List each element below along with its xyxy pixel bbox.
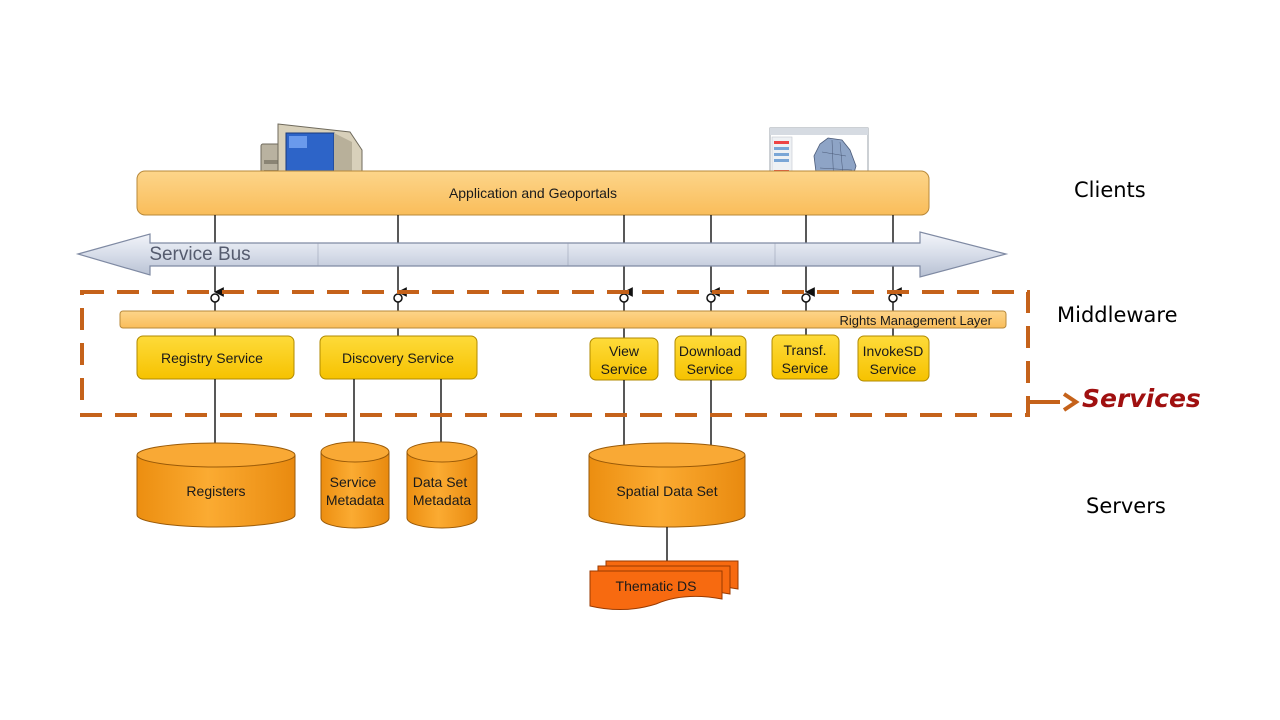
service-label: View (609, 343, 640, 359)
service-label: Service (687, 361, 734, 377)
service-label: Service (601, 361, 648, 377)
service-bus-arrow (75, 231, 1009, 278)
service-label: Service (870, 361, 917, 377)
service-label: Transf. (783, 342, 826, 358)
svg-text:Metadata: Metadata (413, 492, 472, 508)
service-box-discovery: Discovery Service (319, 335, 478, 380)
database-spatial-data-set: Spatial Data Set (588, 442, 746, 528)
service-box-registry: Registry Service (136, 335, 295, 380)
database-service-metadata: Service Metadata (320, 441, 390, 529)
service-box-view: View Service (589, 337, 659, 381)
service-box-download: Download Service (674, 335, 747, 381)
service-bus-label: Service Bus (149, 244, 250, 265)
svg-text:Service: Service (330, 474, 377, 490)
svg-text:Spatial Data Set: Spatial Data Set (616, 483, 717, 499)
service-box-transformation: Transf. Service (771, 334, 840, 380)
interface-sockets (210, 293, 898, 303)
database-data-set-metadata: Data Set Metadata (406, 441, 478, 529)
svg-text:Registers: Registers (186, 483, 245, 499)
thematic-ds-document-stack: Thematic DS (589, 560, 739, 611)
service-db-connectors (214, 379, 712, 451)
services-callout-label: Services (1082, 384, 1201, 413)
services-callout-arrow (1026, 392, 1080, 412)
svg-text:Metadata: Metadata (326, 492, 385, 508)
middleware-dashed-outline (80, 290, 1030, 417)
service-label: Registry Service (161, 350, 263, 366)
svg-text:Data Set: Data Set (413, 474, 468, 490)
service-label: Service (782, 360, 829, 376)
rights-layer-label: Rights Management Layer (840, 313, 993, 328)
service-label: InvokeSD (863, 343, 924, 359)
tier-label-clients: Clients (1074, 178, 1146, 202)
service-label: Discovery Service (342, 350, 454, 366)
tier-label-servers: Servers (1086, 494, 1166, 518)
svg-text:Thematic DS: Thematic DS (616, 578, 697, 594)
tier-label-middleware: Middleware (1057, 303, 1178, 327)
database-registers: Registers (136, 442, 296, 528)
service-box-invokesd: InvokeSD Service (857, 335, 930, 382)
client-application-bar (136, 170, 930, 216)
service-label: Download (679, 343, 741, 359)
rights-management-layer (119, 310, 1007, 329)
client-bar-label: Application and Geoportals (449, 185, 617, 201)
